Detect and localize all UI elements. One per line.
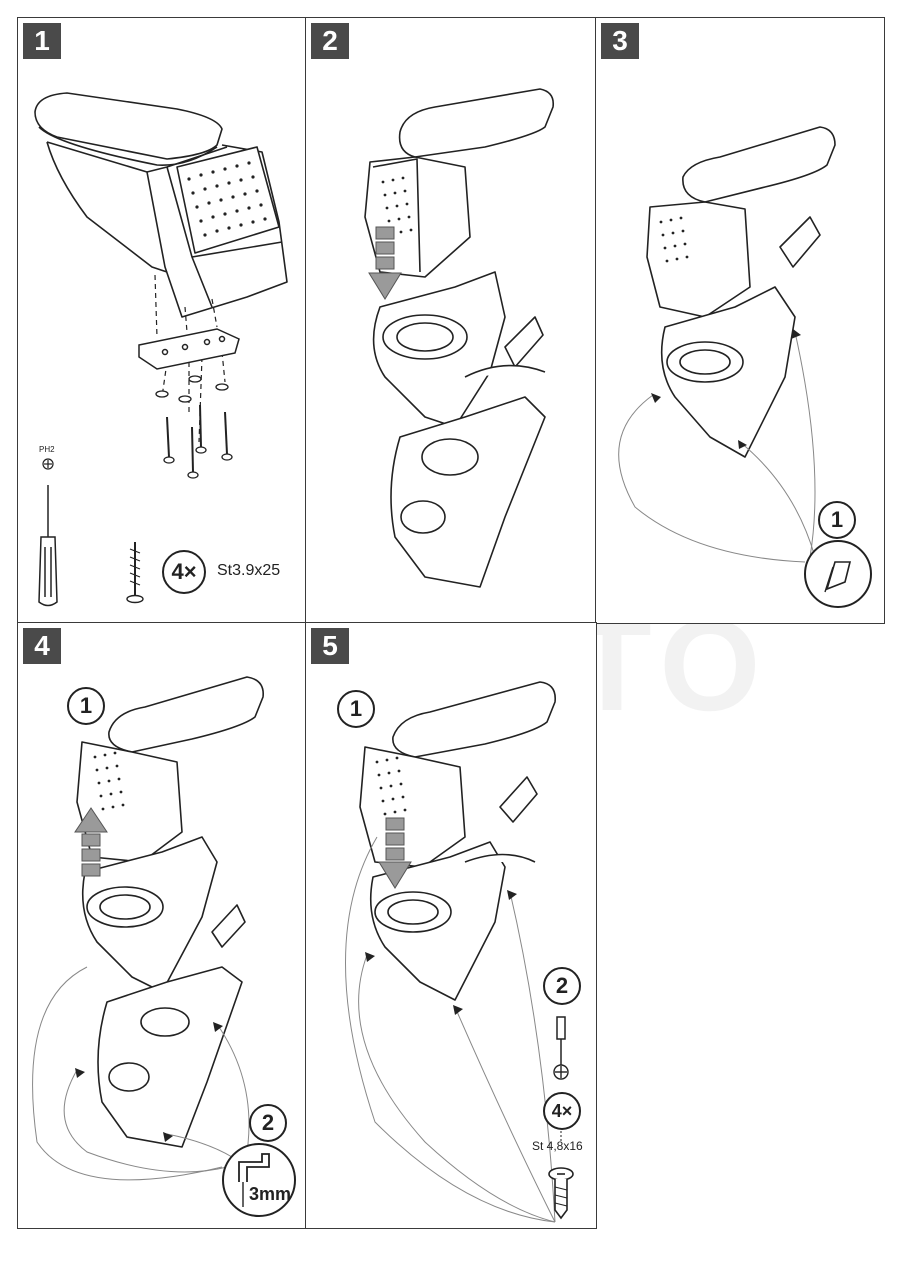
armrest-mounting-illustration (364, 88, 555, 588)
armrest-exploded-illustration (34, 92, 288, 607)
callout-number-circle: 1 (818, 501, 856, 539)
step-number-badge: 3 (601, 23, 639, 59)
step-panel-3: 3 (595, 17, 885, 624)
drill-bit-icon (222, 1143, 296, 1217)
pointer-arrowheads (75, 1022, 223, 1142)
callout-number-circle-2: 2 (249, 1104, 287, 1142)
screw-icon (548, 1167, 574, 1220)
screw-count-circle: 4× (543, 1092, 581, 1130)
phillips-head-icon (553, 1064, 569, 1080)
screwdriver-icon (556, 1016, 566, 1067)
armrest-final-fixing-illustration (345, 681, 574, 1223)
phillips-head-icon (42, 458, 54, 470)
callout-number-circle-1: 1 (67, 687, 105, 725)
screw-icon (126, 542, 144, 604)
step-number-badge: 1 (23, 23, 61, 59)
drill-icon (804, 540, 872, 608)
drill-size-label: 3mm (249, 1184, 292, 1204)
armrest-installed-illustration (618, 126, 872, 608)
step-number-badge: 4 (23, 628, 61, 664)
step-panel-2: 2 (305, 17, 597, 624)
step-panel-1: 1 (17, 17, 307, 624)
callout-number-circle-2: 2 (543, 967, 581, 1005)
down-arrow-icon (378, 817, 412, 889)
perforation-dots (187, 161, 267, 237)
screw-spec-label: St3.9x25 (217, 562, 281, 579)
armrest-removal-illustration (32, 676, 296, 1217)
step-number-badge: 5 (311, 628, 349, 664)
screwdriver-icon (38, 485, 58, 607)
down-arrow-icon (368, 226, 402, 300)
tool-size-label: PH2 (39, 445, 55, 454)
callout-number-circle-1: 1 (337, 690, 375, 728)
screw-spec-label: St 4,8x16 (532, 1139, 583, 1153)
step-number-badge: 2 (311, 23, 349, 59)
screw-count-circle: 4× (162, 550, 206, 594)
step-panel-5: 5 (305, 622, 597, 1229)
pointer-arrowheads (651, 329, 801, 449)
up-arrow-icon (74, 807, 108, 877)
pointer-arrowheads (365, 890, 517, 1015)
step-panel-4: 4 (17, 622, 307, 1229)
